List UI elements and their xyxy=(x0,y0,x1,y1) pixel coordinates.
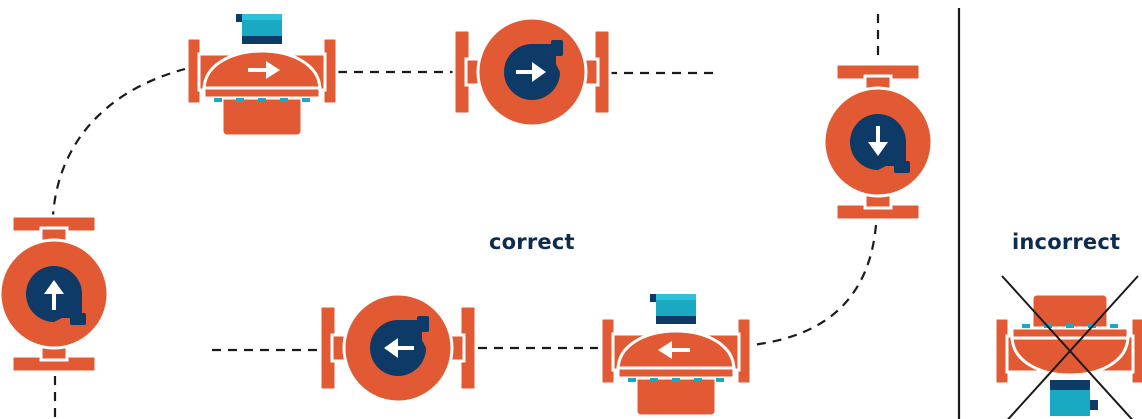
arrow-head xyxy=(384,338,398,358)
bolt xyxy=(694,378,702,382)
arrow-head xyxy=(868,142,888,156)
pipe-right-to-bottom xyxy=(751,224,878,347)
left-round-pump xyxy=(0,214,110,374)
base-band xyxy=(1010,326,1130,340)
terminal-box xyxy=(70,313,86,325)
bolt xyxy=(1110,324,1118,328)
flow-arrow xyxy=(868,126,888,156)
bolt xyxy=(236,98,244,102)
top-inline-pump xyxy=(185,14,339,138)
bottom-inline-pump xyxy=(599,294,753,418)
motor-terminal xyxy=(1090,400,1098,410)
flow-arrow xyxy=(384,338,414,358)
arrow-head xyxy=(266,61,280,79)
arrow-shaft xyxy=(876,126,880,144)
incorrect-label: incorrect xyxy=(1012,230,1121,254)
motor-terminal xyxy=(236,14,242,22)
bolt xyxy=(716,378,724,382)
bolt xyxy=(628,378,636,382)
bolt xyxy=(672,378,680,382)
pipe-lines xyxy=(51,8,961,419)
right-round-pump xyxy=(822,62,934,222)
bolt xyxy=(650,378,658,382)
arrow-shaft xyxy=(672,348,690,352)
bolt xyxy=(258,98,266,102)
arrow-head xyxy=(658,341,672,359)
flow-arrow xyxy=(248,61,280,79)
cross-line-b xyxy=(1006,275,1139,419)
arrow-shaft xyxy=(516,70,534,74)
flow-arrow xyxy=(516,62,546,82)
arrow-head xyxy=(532,62,546,82)
top-round-pump xyxy=(452,16,612,128)
motor-top-band xyxy=(242,14,282,20)
flow-arrow xyxy=(44,280,64,310)
terminal-box xyxy=(551,40,563,56)
bolt xyxy=(302,98,310,102)
arrow-head xyxy=(44,280,64,294)
motor-base xyxy=(1050,380,1090,390)
pumps-layer xyxy=(0,14,1142,419)
crossed-pump xyxy=(993,275,1142,419)
arrow-shaft xyxy=(248,68,266,72)
pump-dome xyxy=(1010,334,1130,377)
motor-base xyxy=(242,36,282,44)
motor-top-band xyxy=(656,294,696,300)
terminal-box xyxy=(417,316,429,332)
arrow-shaft xyxy=(396,346,414,350)
bolt xyxy=(1022,324,1030,328)
terminal-box xyxy=(894,161,910,173)
pipe-left-to-top xyxy=(51,67,186,269)
bolt xyxy=(1066,324,1074,328)
correct-label: correct xyxy=(489,230,575,254)
bolt xyxy=(214,98,222,102)
motor-terminal xyxy=(650,294,656,302)
bottom-round-pump xyxy=(318,292,478,404)
arrow-shaft xyxy=(52,292,56,310)
bolt xyxy=(280,98,288,102)
base-band xyxy=(202,86,322,100)
motor-base xyxy=(656,316,696,324)
flow-arrow xyxy=(658,341,690,359)
base-band xyxy=(616,366,736,380)
